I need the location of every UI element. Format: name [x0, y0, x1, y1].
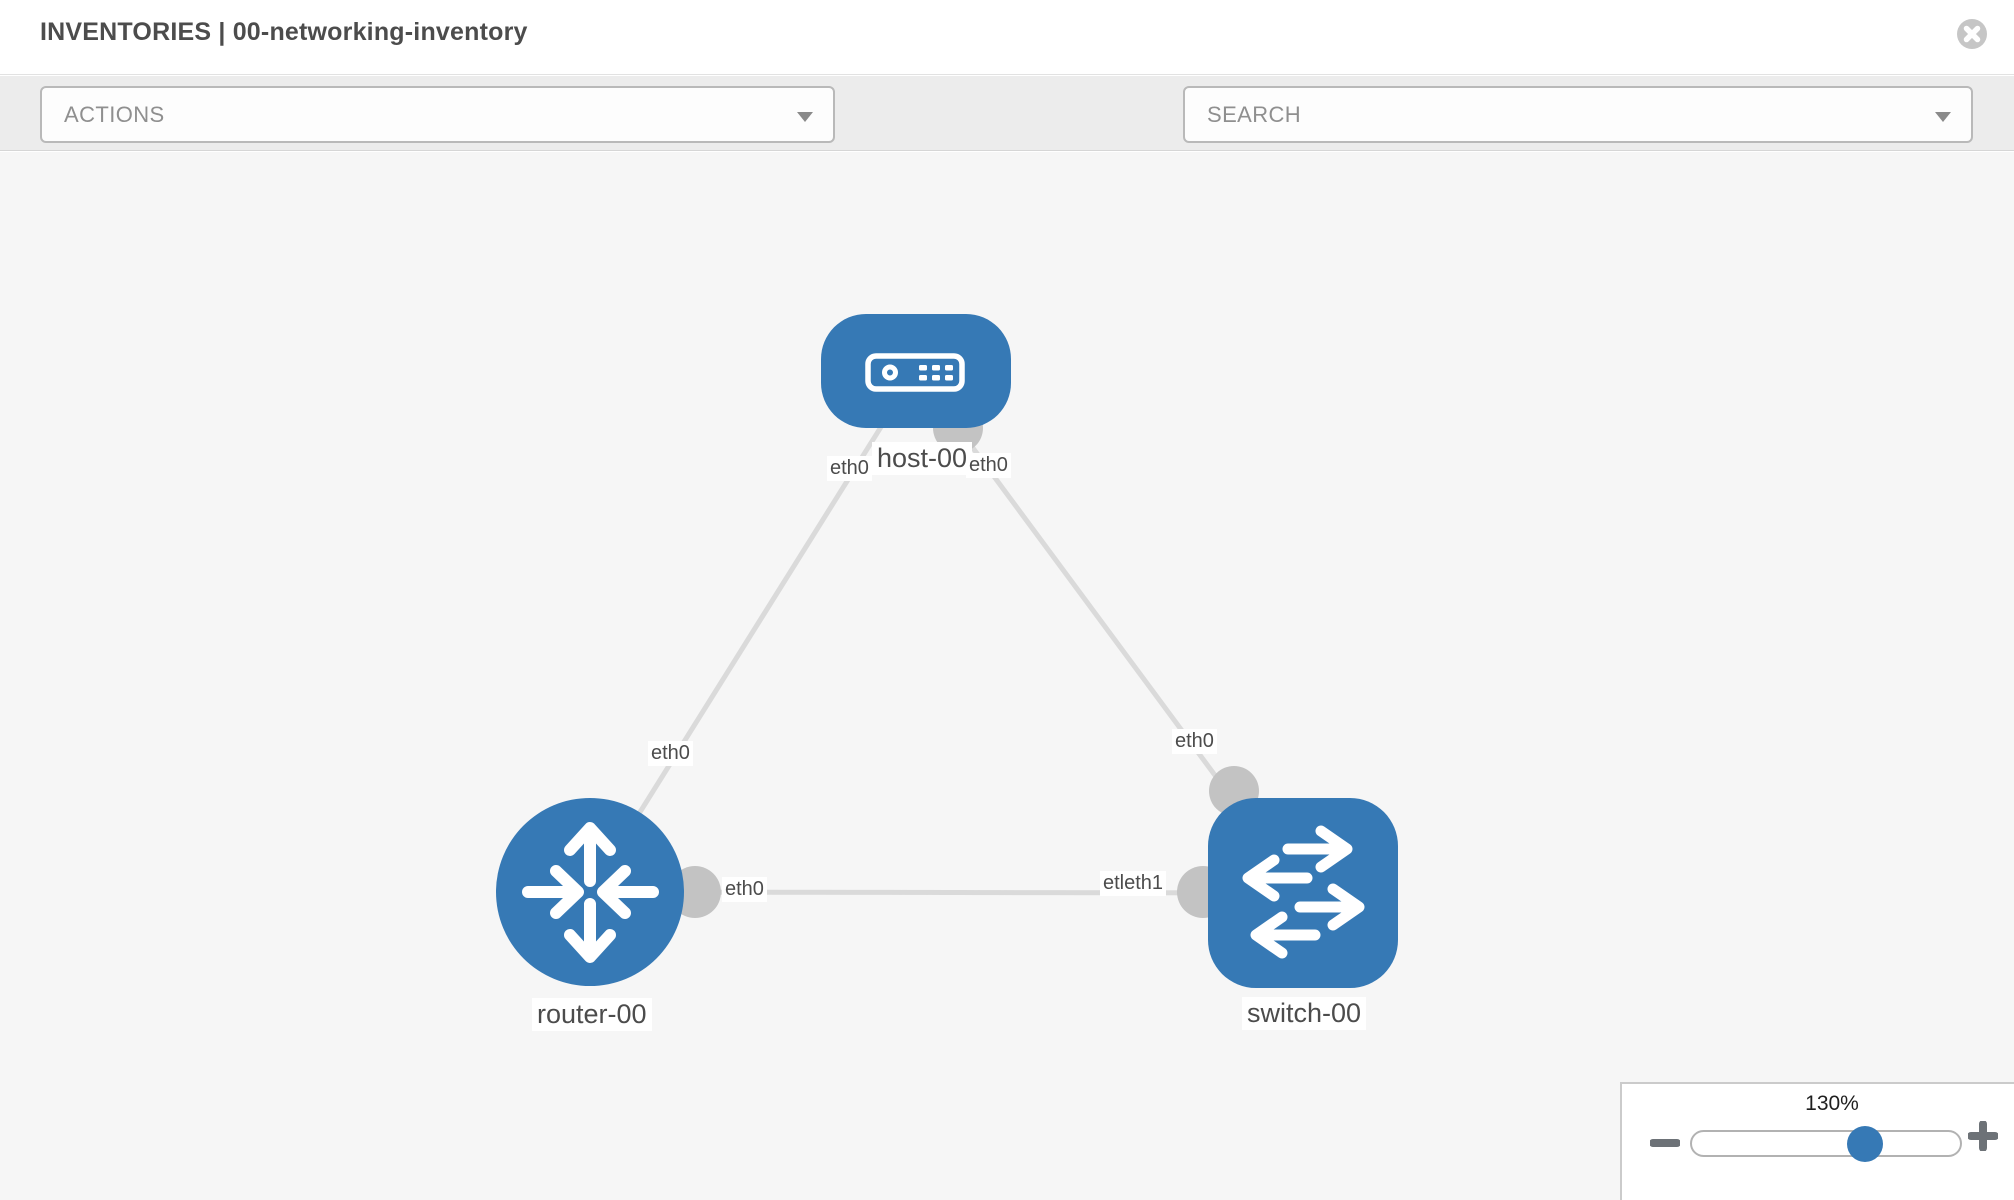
node-router-00[interactable]	[496, 798, 684, 986]
plus-icon	[1967, 1120, 1999, 1152]
interface-label-host-to-router: eth0	[827, 456, 872, 481]
chevron-down-icon	[797, 112, 813, 122]
search-placeholder: SEARCH	[1207, 101, 1302, 127]
search-dropdown[interactable]: SEARCH	[1183, 86, 1973, 143]
node-switch-00[interactable]	[1208, 798, 1398, 988]
topology-canvas[interactable]: host-00 router-00 switch-00 eth0 eth0 et…	[0, 152, 2014, 1200]
close-button[interactable]	[1956, 18, 1988, 50]
actions-dropdown-label: ACTIONS	[64, 101, 165, 127]
node-label-switch: switch-00	[1242, 997, 1367, 1031]
interface-label-switch-to-host: eth0	[1172, 729, 1217, 754]
page-title: INVENTORIES | 00-networking-inventory	[40, 18, 528, 46]
actions-dropdown[interactable]: ACTIONS	[40, 86, 835, 143]
zoom-slider-track[interactable]	[1690, 1130, 1962, 1157]
switch-icon	[1242, 825, 1365, 959]
interface-label-host-to-switch: eth0	[966, 453, 1011, 478]
zoom-level-value: 130%	[1805, 1092, 1859, 1115]
header: INVENTORIES | 00-networking-inventory	[0, 0, 2014, 75]
interface-label-switch-to-router: etleth1	[1100, 871, 1167, 896]
chevron-down-icon	[1935, 112, 1951, 122]
node-host-00[interactable]	[821, 314, 1011, 428]
zoom-panel: 130%	[1620, 1082, 2014, 1200]
interface-label-router-to-host: eth0	[648, 741, 693, 766]
host-icon	[865, 353, 965, 392]
close-icon	[1957, 19, 1987, 49]
node-label-host: host-00	[872, 442, 973, 476]
zoom-out-button[interactable]	[1649, 1128, 1681, 1163]
interface-label-router-to-switch: eth0	[722, 877, 767, 902]
zoom-slider-thumb[interactable]	[1847, 1126, 1883, 1162]
node-label-router: router-00	[532, 998, 652, 1032]
toolbar: ACTIONS SEARC	[0, 76, 2014, 205]
zoom-in-button[interactable]	[1967, 1120, 1999, 1156]
router-icon	[522, 822, 659, 963]
minus-icon	[1649, 1139, 1681, 1147]
